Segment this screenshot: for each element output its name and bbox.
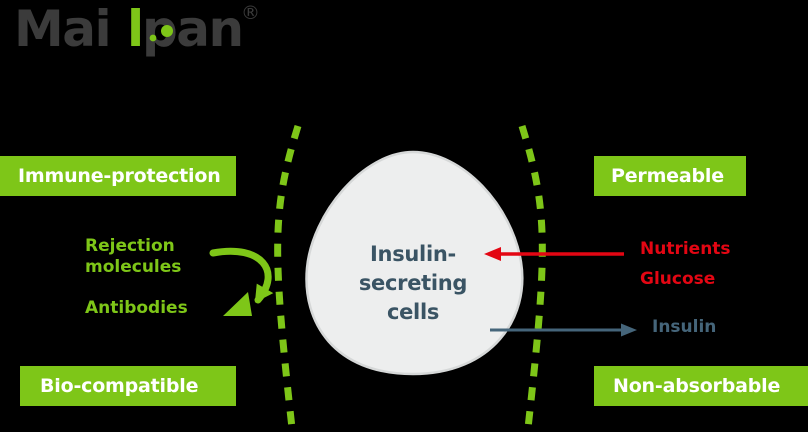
right-arrow-icon-head — [621, 323, 637, 337]
left-arrow-icon-head — [484, 247, 501, 261]
label-antibodies: Antibodies — [85, 298, 188, 318]
chip-bio-compatible: Bio-compatible — [20, 366, 236, 406]
logo-text-l-green: l — [127, 2, 143, 58]
registered-trademark-icon: ® — [241, 2, 260, 24]
label-rejection-molecules-line2: molecules — [85, 257, 182, 277]
label-insulin: Insulin — [652, 317, 717, 337]
label-glucose: Glucose — [640, 269, 716, 289]
chip-non-absorbable: Non-absorbable — [594, 366, 808, 406]
logo-text-pan: pan — [142, 2, 243, 58]
curved-rebound-arrow-icon-tip — [223, 292, 252, 316]
label-rejection-molecules-line1: Rejection — [85, 236, 175, 256]
label-nutrients: Nutrients — [640, 239, 731, 259]
cell-blob-label-line1: Insulin- — [370, 242, 456, 266]
logo-dot-small-icon — [149, 34, 157, 42]
chip-permeable: Permeable — [594, 156, 746, 196]
cell-blob-label-line2: secreting — [358, 271, 468, 295]
cell-blob-icon — [305, 150, 524, 376]
brand-logo-wordmark: Mai l pan — [14, 2, 244, 58]
logo-dot-large-icon — [161, 25, 173, 37]
logo-text-mai: Mai — [14, 2, 110, 58]
curved-rebound-arrow-icon-head — [254, 283, 274, 303]
chip-immune-protection: Immune-protection — [0, 156, 236, 196]
label-rejection-molecules: Rejection molecules — [85, 236, 181, 278]
dashed-membrane-arc-icon-left — [274, 124, 302, 429]
cell-blob-label: Insulin- secreting cells — [330, 240, 496, 327]
label-nutrients-glucose: Nutrients Glucose — [640, 234, 731, 294]
cell-blob-label-line3: cells — [386, 300, 440, 324]
dashed-membrane-arc-icon-right — [518, 124, 546, 429]
brand-logo: Mai l pan ® — [14, 2, 274, 58]
